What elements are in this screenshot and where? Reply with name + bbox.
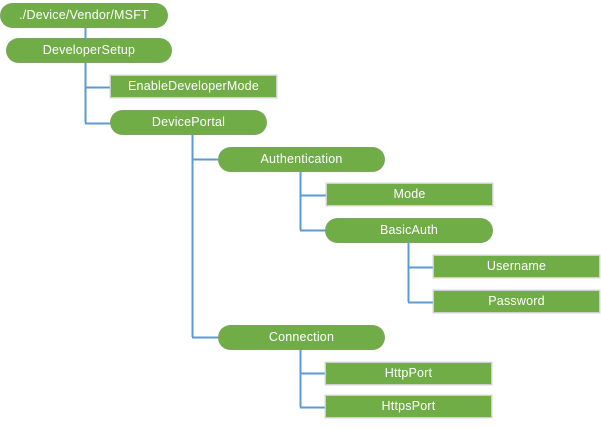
tree-node-label: HttpsPort	[381, 399, 436, 414]
tree-node-httpport[interactable]: HttpPort	[325, 362, 492, 385]
tree-node-label: ./Device/Vendor/MSFT	[19, 8, 149, 23]
tree-node-developersetup[interactable]: DeveloperSetup	[6, 38, 172, 63]
tree-node-label: Username	[486, 259, 547, 274]
tree-node-label: Mode	[393, 187, 426, 202]
tree-node-mode[interactable]: Mode	[326, 183, 493, 206]
tree-node-username[interactable]: Username	[433, 255, 600, 278]
tree-node-password[interactable]: Password	[433, 290, 600, 313]
tree-node-connection[interactable]: Connection	[218, 325, 385, 350]
tree-node-label: EnableDeveloperMode	[128, 79, 259, 94]
tree-node-httpsport[interactable]: HttpsPort	[325, 395, 492, 418]
tree-node-root[interactable]: ./Device/Vendor/MSFT	[0, 3, 168, 28]
tree-node-deviceportal[interactable]: DevicePortal	[110, 110, 267, 135]
tree-node-enabledevelopermode[interactable]: EnableDeveloperMode	[110, 75, 277, 98]
tree-node-label: BasicAuth	[379, 223, 439, 238]
tree-node-label: Password	[488, 294, 545, 309]
tree-node-label: Connection	[268, 330, 335, 345]
tree-node-label: DevicePortal	[151, 115, 226, 130]
tree-node-label: Authentication	[260, 152, 343, 167]
tree-node-label: HttpPort	[384, 366, 433, 381]
tree-node-label: DeveloperSetup	[42, 43, 136, 58]
tree-node-authentication[interactable]: Authentication	[218, 147, 385, 172]
tree-node-basicauth[interactable]: BasicAuth	[325, 218, 493, 243]
